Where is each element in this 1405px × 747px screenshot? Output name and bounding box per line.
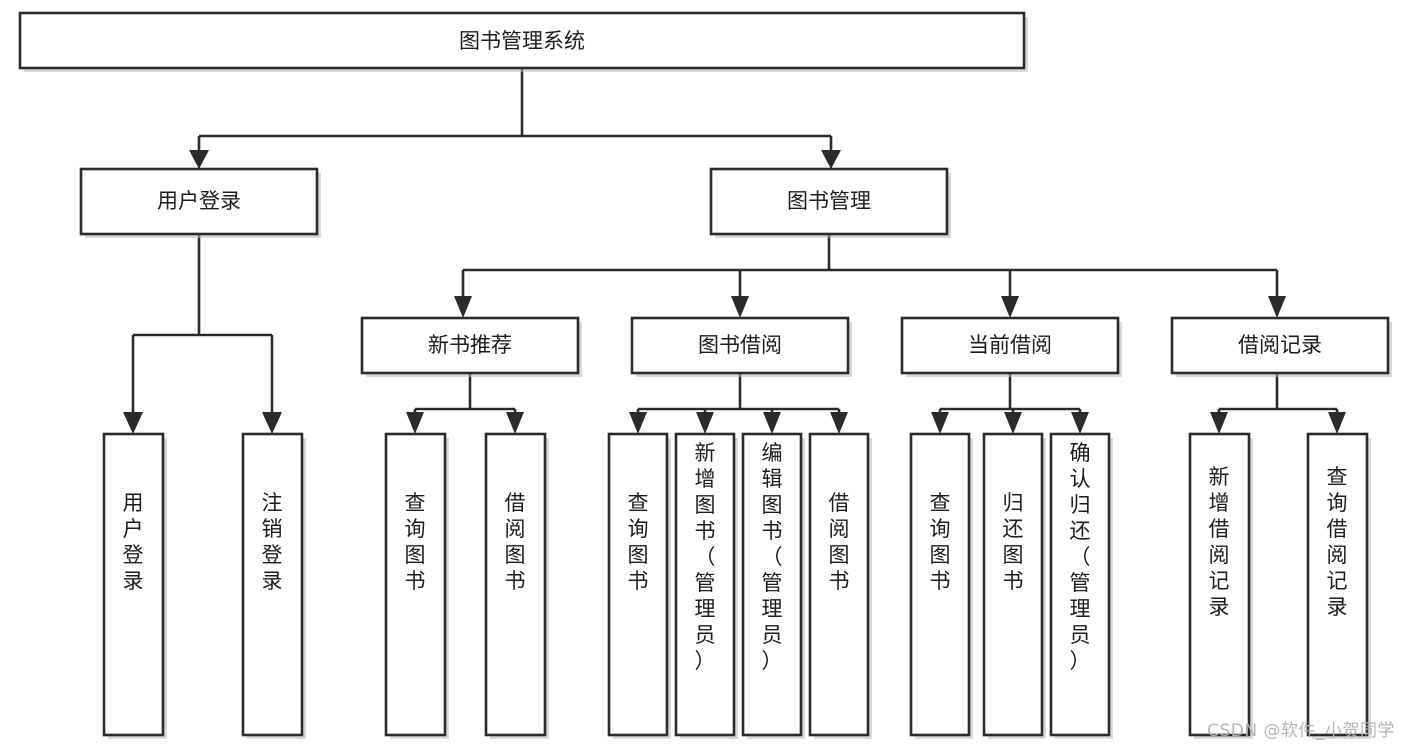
arrow-icon-leaf-user-login — [123, 412, 143, 434]
arrow-icon-leaf-edit-book — [763, 412, 781, 434]
node-leaf-confirm-return-box[interactable] — [1049, 432, 1111, 737]
node-root-label: 图书管理系统 — [459, 29, 585, 53]
node-book-management-label: 图书管理 — [787, 189, 871, 213]
node-borrow-record-label: 借阅记录 — [1238, 333, 1322, 357]
node-leaf-query-borrow-record[interactable]: 查询借阅记录 — [1306, 432, 1371, 739]
node-leaf-logout-label: 注销登录 — [262, 491, 283, 593]
arrow-icon-to-user-login — [189, 150, 209, 169]
node-leaf-query-book-current[interactable]: 查询图书 — [909, 432, 973, 739]
node-leaf-edit-book-label: 编辑图书（管理员） — [762, 441, 783, 673]
arrow-icon-leaf-borrow-book-rec — [506, 412, 524, 434]
node-leaf-query-book-current-box[interactable] — [909, 432, 971, 737]
node-leaf-user-login-box[interactable] — [102, 432, 165, 737]
node-current-borrow-label: 当前借阅 — [968, 333, 1052, 357]
node-book-borrow-box[interactable] — [630, 316, 850, 375]
node-book-management[interactable]: 图书管理 — [709, 167, 951, 238]
arrow-icon-leaf-query-book-current — [931, 412, 949, 434]
node-leaf-add-borrow-record[interactable]: 新增借阅记录 — [1188, 432, 1253, 739]
node-leaf-borrow-book-rec-box[interactable] — [484, 432, 547, 737]
node-leaf-borrow-book-rec-label: 借阅图书 — [505, 491, 526, 593]
node-leaf-query-book-borrow[interactable]: 查询图书 — [607, 432, 671, 739]
node-borrow-record-box[interactable] — [1170, 316, 1390, 375]
arrow-icon-leaf-confirm-return — [1071, 412, 1089, 434]
node-leaf-query-book-rec-box[interactable] — [384, 432, 447, 737]
node-leaf-query-borrow-record-box[interactable] — [1306, 432, 1369, 737]
node-leaf-add-borrow-record-label: 新增借阅记录 — [1209, 465, 1230, 619]
node-leaf-confirm-return-label: 确认归还（管理员） — [1070, 441, 1091, 673]
node-new-book-recommend-box[interactable] — [360, 316, 580, 375]
node-leaf-user-login-label: 用户登录 — [123, 491, 144, 593]
arrow-icon-leaf-add-borrow-record — [1210, 412, 1228, 434]
node-leaf-borrow-book[interactable]: 借阅图书 — [808, 432, 872, 739]
node-root-box[interactable] — [18, 11, 1026, 70]
node-leaf-return-book[interactable]: 归还图书 — [982, 432, 1046, 739]
node-new-book-recommend[interactable]: 新书推荐 — [360, 316, 582, 377]
node-root[interactable]: 图书管理系统 — [18, 11, 1028, 72]
node-leaf-query-book-borrow-box[interactable] — [607, 432, 669, 737]
node-leaf-borrow-book-rec[interactable]: 借阅图书 — [484, 432, 549, 739]
node-current-borrow[interactable]: 当前借阅 — [900, 316, 1122, 377]
arrow-icon-leaf-query-book-borrow — [629, 412, 647, 434]
node-leaf-query-book-rec[interactable]: 查询图书 — [384, 432, 449, 739]
node-leaf-query-book-current-label: 查询图书 — [930, 491, 951, 593]
node-leaf-query-borrow-record-label: 查询借阅记录 — [1327, 465, 1348, 619]
node-leaf-user-login[interactable]: 用户登录 — [102, 432, 167, 739]
arrow-icon-to-current-borrow — [1001, 296, 1019, 318]
node-leaf-borrow-book-box[interactable] — [808, 432, 870, 737]
arrow-icon-leaf-add-book — [696, 412, 714, 434]
node-leaf-edit-book[interactable]: 编辑图书（管理员） — [741, 432, 805, 739]
node-leaf-add-book[interactable]: 新增图书（管理员） — [674, 432, 738, 739]
node-leaf-return-book-box[interactable] — [982, 432, 1044, 737]
node-leaf-query-book-borrow-label: 查询图书 — [628, 491, 649, 593]
node-user-login-label: 用户登录 — [157, 189, 241, 213]
arrow-icon-leaf-query-borrow-record — [1328, 412, 1346, 434]
node-leaf-add-book-label: 新增图书（管理员） — [695, 441, 716, 673]
node-book-borrow[interactable]: 图书借阅 — [630, 316, 852, 377]
node-book-management-box[interactable] — [709, 167, 949, 236]
arrow-icon-leaf-query-book-rec — [406, 412, 424, 434]
node-new-book-recommend-label: 新书推荐 — [428, 333, 512, 357]
node-leaf-add-borrow-record-box[interactable] — [1188, 432, 1251, 737]
node-leaf-logout[interactable]: 注销登录 — [241, 432, 306, 739]
node-leaf-add-book-box[interactable] — [674, 432, 736, 737]
node-leaf-edit-book-box[interactable] — [741, 432, 803, 737]
node-leaf-borrow-book-label: 借阅图书 — [829, 491, 850, 593]
node-leaf-query-book-rec-label: 查询图书 — [405, 491, 426, 593]
arrow-icon-to-book-borrow — [731, 296, 749, 318]
arrow-icon-leaf-logout — [262, 412, 282, 434]
arrowhead-layer — [123, 150, 1346, 434]
node-layer: 图书管理系统 用户登录 图书管理 新书推荐 — [18, 11, 1392, 739]
node-leaf-return-book-label: 归还图书 — [1003, 491, 1024, 593]
node-user-login[interactable]: 用户登录 — [79, 167, 321, 238]
node-leaf-logout-box[interactable] — [241, 432, 304, 737]
arrow-icon-leaf-borrow-book — [830, 412, 848, 434]
arrow-icon-to-new-book — [454, 296, 472, 318]
node-borrow-record[interactable]: 借阅记录 — [1170, 316, 1392, 377]
node-current-borrow-box[interactable] — [900, 316, 1120, 375]
arrow-icon-to-borrow-record — [1268, 296, 1286, 318]
node-leaf-confirm-return[interactable]: 确认归还（管理员） — [1049, 432, 1113, 739]
arrow-icon-leaf-return-book — [1004, 412, 1022, 434]
node-book-borrow-label: 图书借阅 — [698, 333, 782, 357]
arrow-icon-to-book-management — [821, 150, 841, 169]
node-user-login-box[interactable] — [79, 167, 319, 236]
